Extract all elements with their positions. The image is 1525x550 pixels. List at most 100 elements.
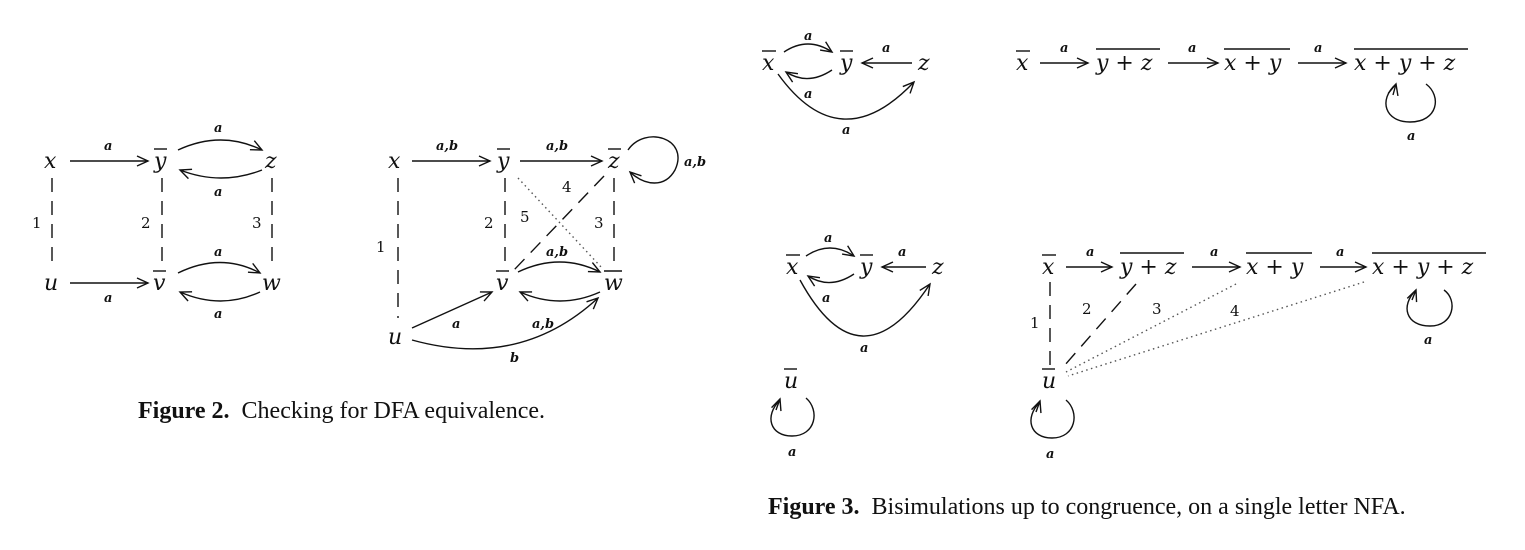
- pair-line-2: [1063, 283, 1137, 367]
- pair-number: 3: [252, 214, 262, 232]
- state-z: z: [931, 255, 944, 280]
- state-x-plus-y: x + y: [1224, 51, 1282, 76]
- state-v: v: [496, 271, 509, 296]
- edge-label: a: [1314, 41, 1322, 56]
- state-x: x: [1016, 51, 1029, 76]
- edge-label: a: [452, 317, 460, 332]
- pair-number: 2: [141, 214, 151, 232]
- self-loop-arrow: [1406, 288, 1418, 303]
- state-x: x: [1042, 255, 1055, 280]
- state-u: u: [784, 369, 798, 394]
- pair-line-3: [1065, 283, 1237, 373]
- state-v: v: [153, 271, 166, 296]
- edge-label: a,b: [436, 139, 458, 154]
- edge-label: a: [214, 121, 222, 136]
- edge-y-x: [784, 69, 833, 83]
- self-loop-z: [627, 136, 679, 184]
- edge-label: a: [214, 185, 222, 200]
- edge-label: a: [1407, 129, 1415, 144]
- figure3-nfa-top: x y z a a a a: [762, 29, 930, 138]
- state-y-plus-z: y + z: [1119, 255, 1177, 280]
- pair-number: 2: [484, 214, 494, 232]
- self-loop-xyz: [1385, 83, 1436, 123]
- pair-number: 4: [562, 178, 572, 196]
- state-y: y: [496, 149, 510, 174]
- edge-x-y: [783, 41, 834, 53]
- state-z: z: [607, 149, 620, 174]
- state-x: x: [786, 255, 799, 280]
- state-x: x: [762, 51, 775, 76]
- edge-label: a: [788, 445, 796, 460]
- figure2-caption-text: Checking for DFA equivalence.: [241, 398, 546, 424]
- state-x-plus-y-plus-z: x + y + z: [1372, 255, 1474, 280]
- edge-x-y: [805, 245, 856, 257]
- edge-label: a: [1210, 245, 1218, 260]
- edge-label: a: [804, 87, 812, 102]
- edge-x-z: [799, 279, 931, 337]
- pair-number: 1: [32, 214, 42, 232]
- edge-label: a: [214, 245, 222, 260]
- edge-label: a: [1046, 447, 1054, 462]
- edge-label: a: [104, 291, 112, 306]
- edge-w-v: [178, 291, 261, 302]
- figure3-caption-label: Figure 3.: [768, 494, 860, 520]
- pair-number: 4: [1230, 302, 1240, 320]
- pair-number: 1: [1030, 314, 1040, 332]
- state-x-plus-y-plus-z: x + y + z: [1354, 51, 1456, 76]
- edge-x-z: [777, 73, 916, 120]
- pair-number: 5: [520, 208, 530, 226]
- edge-label: a: [1424, 333, 1432, 348]
- figure3-caption-text: Bisimulations up to congruence, on a sin…: [871, 494, 1406, 520]
- self-loop-u: [1030, 399, 1075, 439]
- edge-label: a: [104, 139, 112, 154]
- self-loop-xyz: [1406, 289, 1453, 327]
- state-w: w: [262, 271, 281, 296]
- figure3-chain-bottom: x a y + z a x + y a x + y + z a u a 1 2 …: [1030, 245, 1486, 462]
- edge-u-w: [411, 296, 600, 350]
- state-x: x: [44, 149, 57, 174]
- edge-label: a: [860, 341, 868, 356]
- state-w: w: [604, 271, 623, 296]
- state-u: u: [44, 271, 58, 296]
- edge-label: a,b: [684, 155, 706, 170]
- edge-v-w: [177, 261, 262, 274]
- figure2-caption: Figure 2. Checking for DFA equivalence.: [138, 398, 545, 425]
- edge-label: a,b: [546, 139, 568, 154]
- pair-number: 3: [594, 214, 604, 232]
- edge-label: a,b: [532, 317, 554, 332]
- state-u: u: [388, 325, 402, 350]
- edge-label: a,b: [546, 245, 568, 260]
- figure3-chain-top: x a y + z a x + y a x + y + z a: [1016, 41, 1468, 144]
- state-y-plus-z: y + z: [1095, 51, 1153, 76]
- edge-label: a: [1188, 41, 1196, 56]
- edge-label: a: [1086, 245, 1094, 260]
- figure3-nfa-bottom: x y z a a a a u a: [770, 231, 944, 460]
- state-y: y: [839, 51, 853, 76]
- edge-u-v: [411, 291, 494, 329]
- pair-number: 2: [1082, 300, 1092, 318]
- state-x: x: [388, 149, 401, 174]
- self-loop-arrow: [1387, 82, 1399, 97]
- pair-number: 3: [1152, 300, 1162, 318]
- state-u: u: [1042, 369, 1056, 394]
- edge-w-v: [518, 291, 601, 302]
- pair-line-5: [517, 177, 603, 269]
- edge-label: a: [1336, 245, 1344, 260]
- pair-number: 1: [376, 238, 386, 256]
- self-loop-arrow: [771, 397, 782, 412]
- edge-label: a: [882, 41, 890, 56]
- state-z: z: [917, 51, 930, 76]
- pair-line-4: [1067, 281, 1365, 377]
- edge-label: a: [898, 245, 906, 260]
- state-z: z: [264, 149, 277, 174]
- edge-label: a: [824, 231, 832, 246]
- edge-v-w: [517, 261, 602, 273]
- figure3-caption: Figure 3. Bisimulations up to congruence…: [768, 494, 1406, 521]
- edge-label: a: [822, 291, 830, 306]
- state-y: y: [859, 255, 873, 280]
- self-loop-arrow: [1031, 399, 1042, 414]
- figure2-right-automaton: x y z u v w a,b a,b a,b a,b a,b a b 1 2 …: [376, 136, 706, 366]
- edge-label: b: [510, 351, 519, 366]
- figure2-caption-label: Figure 2.: [138, 398, 230, 424]
